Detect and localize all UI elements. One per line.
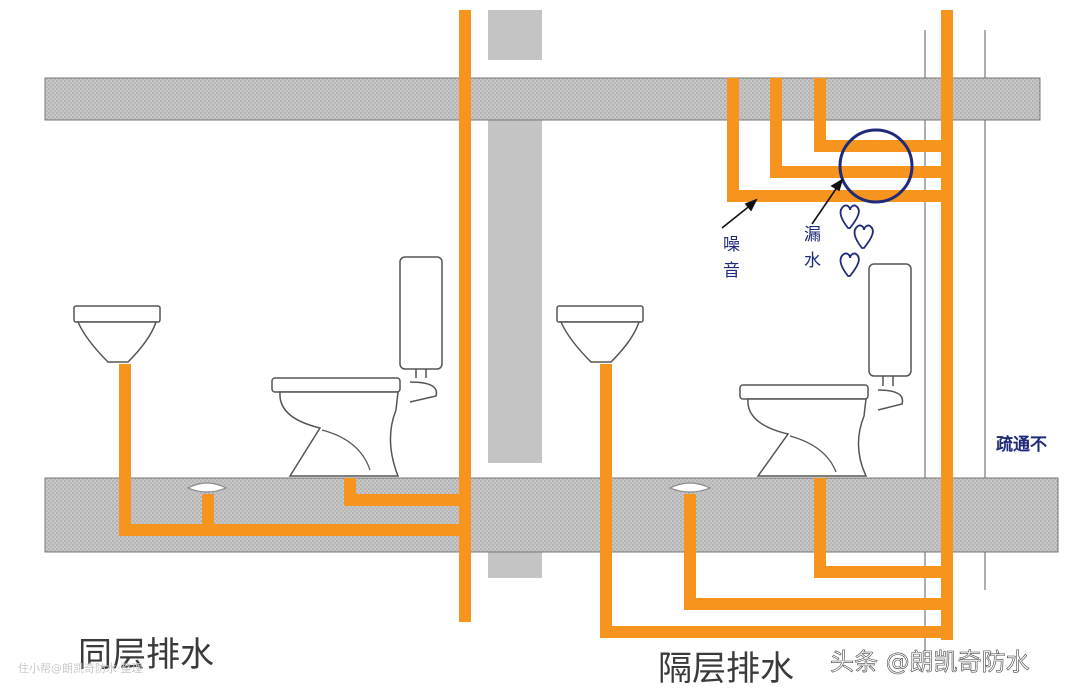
leak-label-2: 水 <box>804 251 821 271</box>
right-floor-drain <box>668 482 712 493</box>
upper-slab <box>44 77 1041 121</box>
noise-label-2: 音 <box>723 261 740 281</box>
left-floor-drain <box>186 482 228 493</box>
faint-watermark: 住小帮@朗凯奇防水·整理 <box>18 661 143 675</box>
water-drop-2 <box>853 224 874 249</box>
dredge-label: 疏通不 <box>996 434 1047 455</box>
right-pipes <box>600 10 953 640</box>
separate-floor-caption: 隔层排水 <box>658 649 794 689</box>
same-floor-caption: 同层排水 <box>78 635 214 675</box>
water-drop-3 <box>839 252 860 277</box>
leak-label-1: 漏 <box>804 225 821 245</box>
right-washbasin <box>556 305 644 363</box>
left-pipes <box>119 10 471 622</box>
noise-label-1: 噪 <box>723 235 740 255</box>
water-drop-1 <box>839 204 860 229</box>
site-watermark: 头条 @朗凯奇防水 <box>830 648 1030 676</box>
left-toilet <box>271 256 443 477</box>
water-drops <box>839 204 874 277</box>
right-toilet <box>739 263 912 477</box>
annotation-arrows <box>721 178 844 229</box>
left-washbasin <box>73 305 161 363</box>
leak-circle <box>838 128 914 204</box>
